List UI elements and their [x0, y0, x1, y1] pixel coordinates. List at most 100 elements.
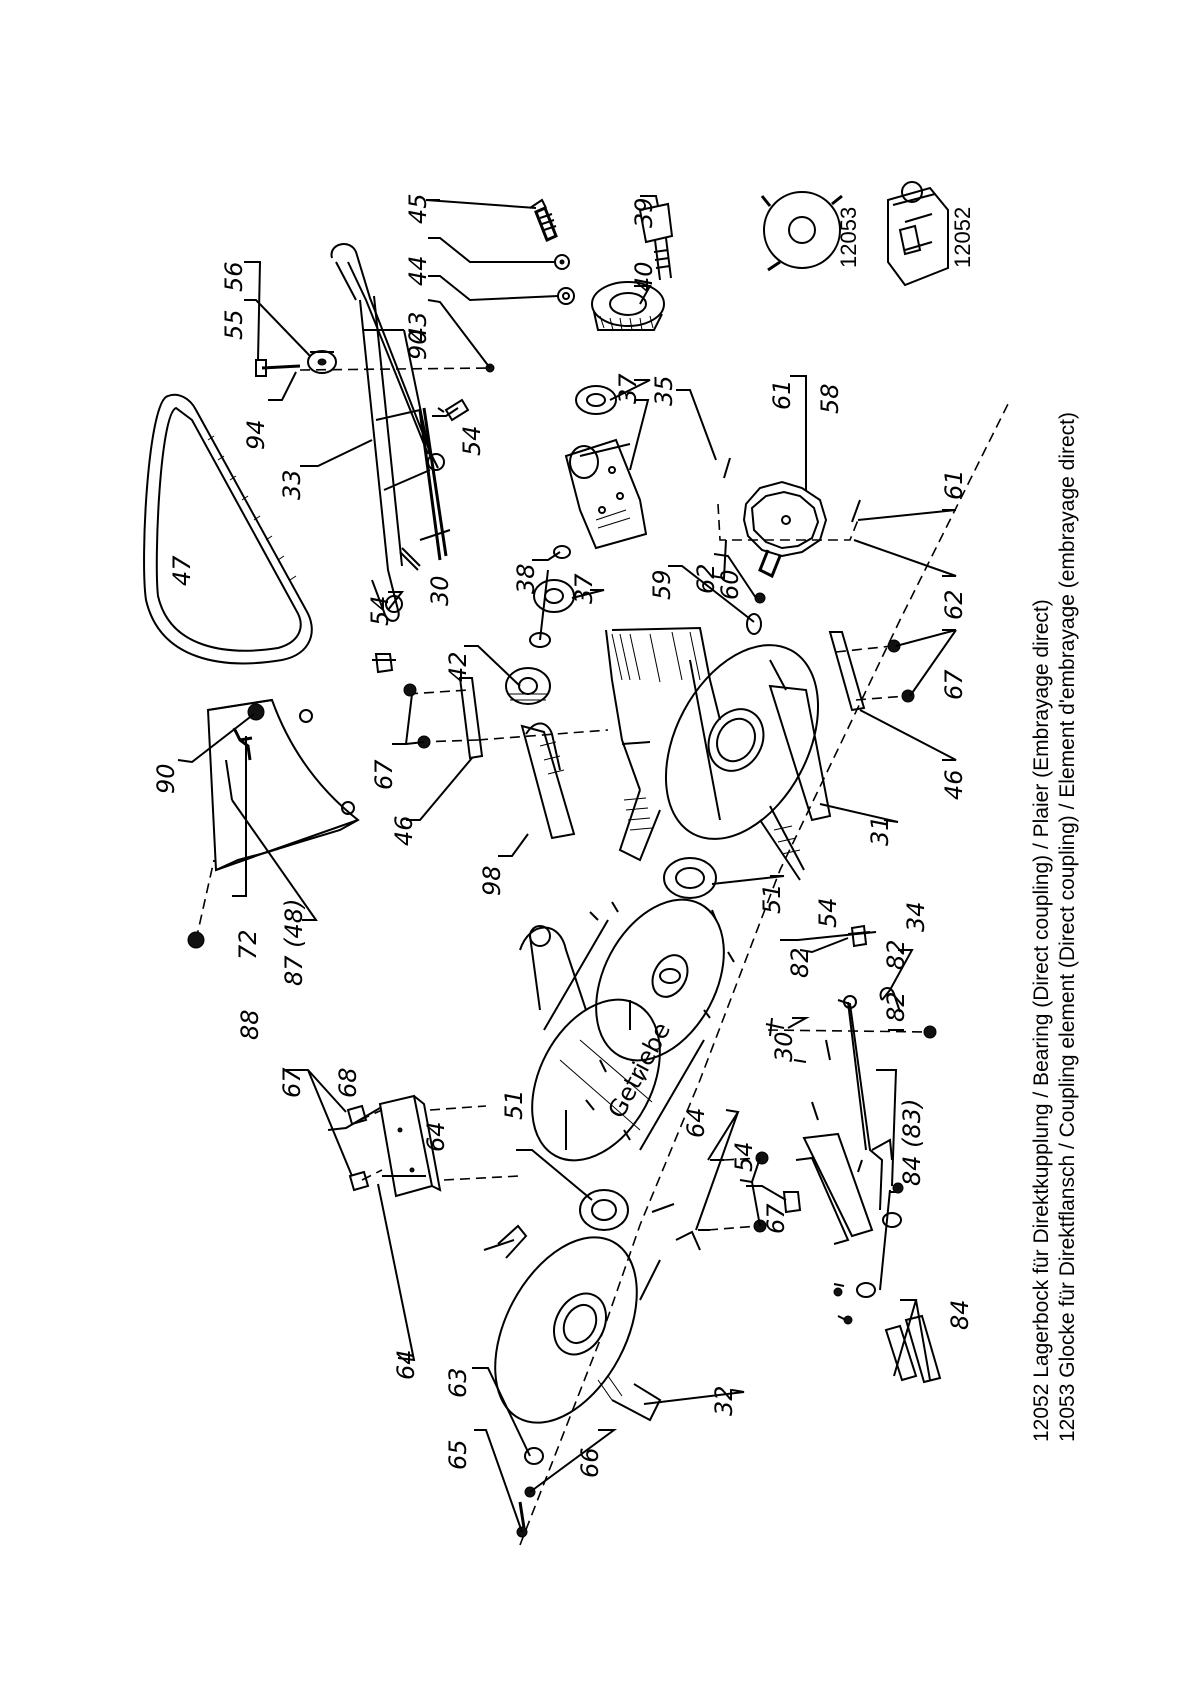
dash-lines-67-top [407, 689, 609, 743]
strap-46-left-drawing [458, 677, 484, 760]
belt-guard-87-drawing [206, 698, 360, 872]
pin-54-left-drawing [372, 653, 396, 674]
part-label: 90 [404, 329, 432, 360]
part-label: 94 [242, 419, 270, 450]
bolt-56-drawing [255, 359, 301, 377]
part-label: 58 [816, 383, 844, 414]
nut-43-drawing [557, 287, 575, 305]
part-label: 84 (83) [898, 1099, 926, 1186]
part-label: 88 [236, 1009, 264, 1040]
part-label: 54 [366, 595, 394, 626]
part-label: 37 [614, 373, 642, 404]
part-label: 37 [570, 573, 598, 604]
part-label: 65 [444, 1439, 472, 1470]
nut-67-c-drawing [887, 639, 901, 653]
dash-line-82 [767, 1029, 931, 1033]
part-label: 55 [220, 309, 248, 340]
bearing-bracket-12052-drawing [887, 181, 949, 287]
part-label: 38 [512, 563, 540, 594]
bracket-98-drawing [520, 722, 576, 840]
part-label: 35 [650, 375, 678, 406]
caption-line-12053: 12053 Glocke für Direktflansch / Couplin… [1056, 412, 1079, 1442]
bearing-37-top-drawing [575, 385, 617, 415]
bearing-37-mid-drawing [533, 579, 575, 613]
part-label: 54 [730, 1141, 758, 1172]
inset-code-12053: 12053 [836, 207, 861, 268]
part-label: 68 [334, 1067, 362, 1098]
part-label: 62 [692, 563, 720, 594]
part-label: 67 [278, 1067, 306, 1098]
part-label: 51 [758, 883, 786, 914]
part-label: 30 [426, 575, 454, 606]
block-68-drawing [378, 1094, 442, 1198]
part-label: 98 [478, 865, 506, 896]
part-label: 87 (48) [280, 899, 308, 986]
bearing-51-right-drawing [663, 857, 717, 899]
part-number-labels: 45 39 44 40 43 90 56 55 94 54 37 35 61 5… [152, 193, 974, 1478]
bolt-64-right-drawing [698, 1159, 724, 1231]
housing-32-drawing [483, 1203, 701, 1424]
caption-line-12052: 12052 Lagerbock für Direktkupplung / Bea… [1030, 599, 1053, 1442]
part-label: 90 [152, 763, 180, 794]
star-knob-58-drawing [742, 480, 828, 579]
pulley-42-drawing [505, 667, 551, 705]
nut-55-drawing [307, 350, 337, 374]
part-label: 64 [392, 1349, 420, 1380]
part-label: 40 [630, 261, 658, 292]
part-label: 61 [940, 469, 968, 500]
part-label: 31 [866, 815, 894, 846]
part-label: 62 [940, 589, 968, 620]
coupling-element-12053-drawing [760, 191, 843, 272]
part-label: 63 [444, 1367, 472, 1398]
part-label: 61 [768, 379, 796, 410]
part-label: 42 [444, 651, 472, 682]
part-label: 67 [762, 1203, 790, 1234]
pin-60-drawing [754, 592, 766, 604]
gearbox-drawing [519, 898, 735, 1162]
part-label: 51 [500, 1089, 528, 1120]
part-label: 44 [404, 255, 432, 286]
part-label: 30 [770, 1031, 798, 1062]
flange-40-drawing [591, 281, 665, 331]
pin-61-drawing [723, 457, 861, 523]
washer-63-drawing [524, 1447, 544, 1465]
part-label: 54 [458, 425, 486, 456]
nut-67-a-drawing [403, 683, 417, 697]
part-label: 84 [946, 1299, 974, 1330]
part-label: 82 [786, 947, 814, 978]
bolt-39-drawing [638, 202, 674, 281]
bearing-51-left-drawing [579, 1189, 629, 1231]
part-label: 82 [882, 991, 910, 1022]
part-label: 72 [234, 929, 262, 960]
part-label: 82 [882, 939, 910, 970]
strap-46-right-drawing [828, 631, 866, 712]
part-label: 64 [682, 1107, 710, 1138]
part-label: 45 [404, 193, 432, 224]
nut-82-drawing [923, 1025, 937, 1039]
part-label: 59 [648, 569, 676, 600]
pin-54-bottom-drawing [782, 1191, 802, 1214]
bolt-45-drawing [529, 198, 558, 243]
spacer-38-a-drawing [553, 545, 571, 559]
part-label: 33 [278, 469, 306, 500]
v-belt-47-drawing [143, 393, 313, 665]
leader-lines [177, 195, 957, 1533]
nut-67-left-drawing [346, 1104, 370, 1192]
dash-line-61-62 [717, 503, 859, 541]
inset-code-12052: 12052 [950, 207, 975, 268]
part-label: 67 [370, 759, 398, 790]
part-label: 43 [404, 311, 432, 342]
bolt-82-drawing [765, 1017, 785, 1037]
part-label: 32 [710, 1385, 738, 1416]
screw-88-drawing [187, 931, 205, 949]
part-label: 54 [814, 897, 842, 928]
part-label: 47 [168, 555, 196, 586]
pin-54-top-drawing [437, 398, 470, 422]
part-label: 46 [940, 769, 968, 800]
washers-84-83-drawing [833, 1182, 904, 1325]
part-label: 46 [390, 815, 418, 846]
cotter-30-lower-drawing [811, 1039, 831, 1121]
shift-lever-34-drawing [795, 987, 901, 1245]
part-label: 67 [940, 669, 968, 700]
